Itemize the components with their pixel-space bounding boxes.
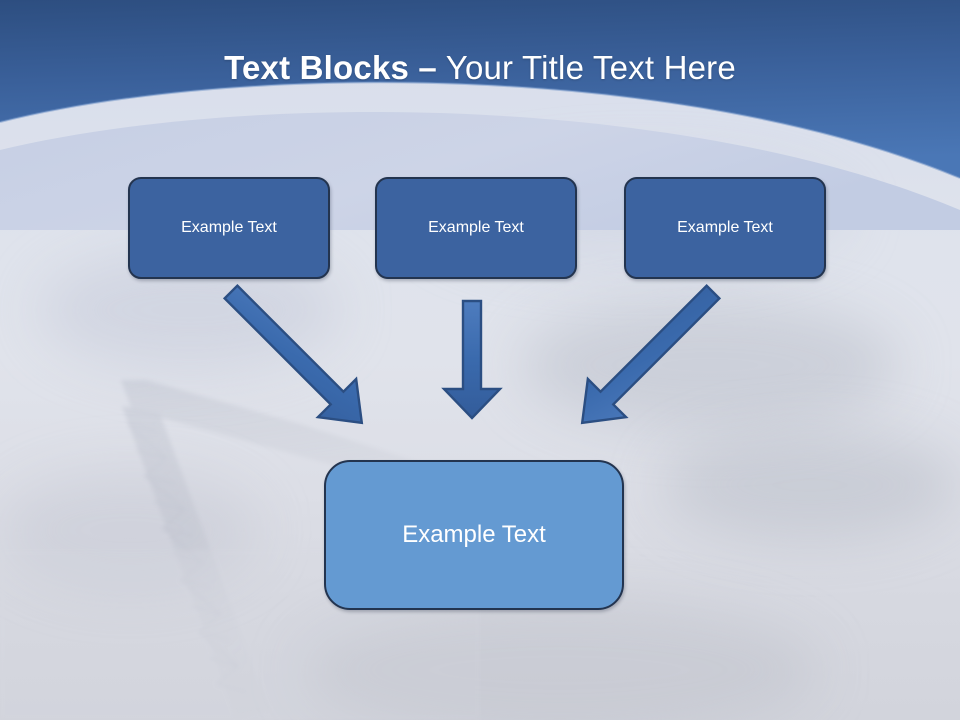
header-curve-highlight [0, 81, 960, 179]
diagram-result-box[interactable]: Example Text [324, 460, 624, 610]
diagram-result-box-label: Example Text [402, 521, 546, 548]
cloud-wisp [300, 600, 820, 720]
diagram-box-3-label: Example Text [677, 219, 773, 236]
diagram-box-2-label: Example Text [428, 219, 524, 236]
diagram-box-1[interactable]: Example Text [128, 177, 330, 279]
diagram-box-3[interactable]: Example Text [624, 177, 826, 279]
diagram-box-1-label: Example Text [181, 219, 277, 236]
header-banner-shape [0, 0, 960, 178]
cloud-wisp [520, 300, 900, 430]
diagram-box-2[interactable]: Example Text [375, 177, 577, 279]
page-title-light: Your Title Text Here [436, 49, 736, 86]
page-title-bold: Text Blocks – [224, 49, 437, 86]
page-title: Text Blocks – Your Title Text Here [0, 49, 960, 86]
cloud-wisp [660, 430, 960, 540]
